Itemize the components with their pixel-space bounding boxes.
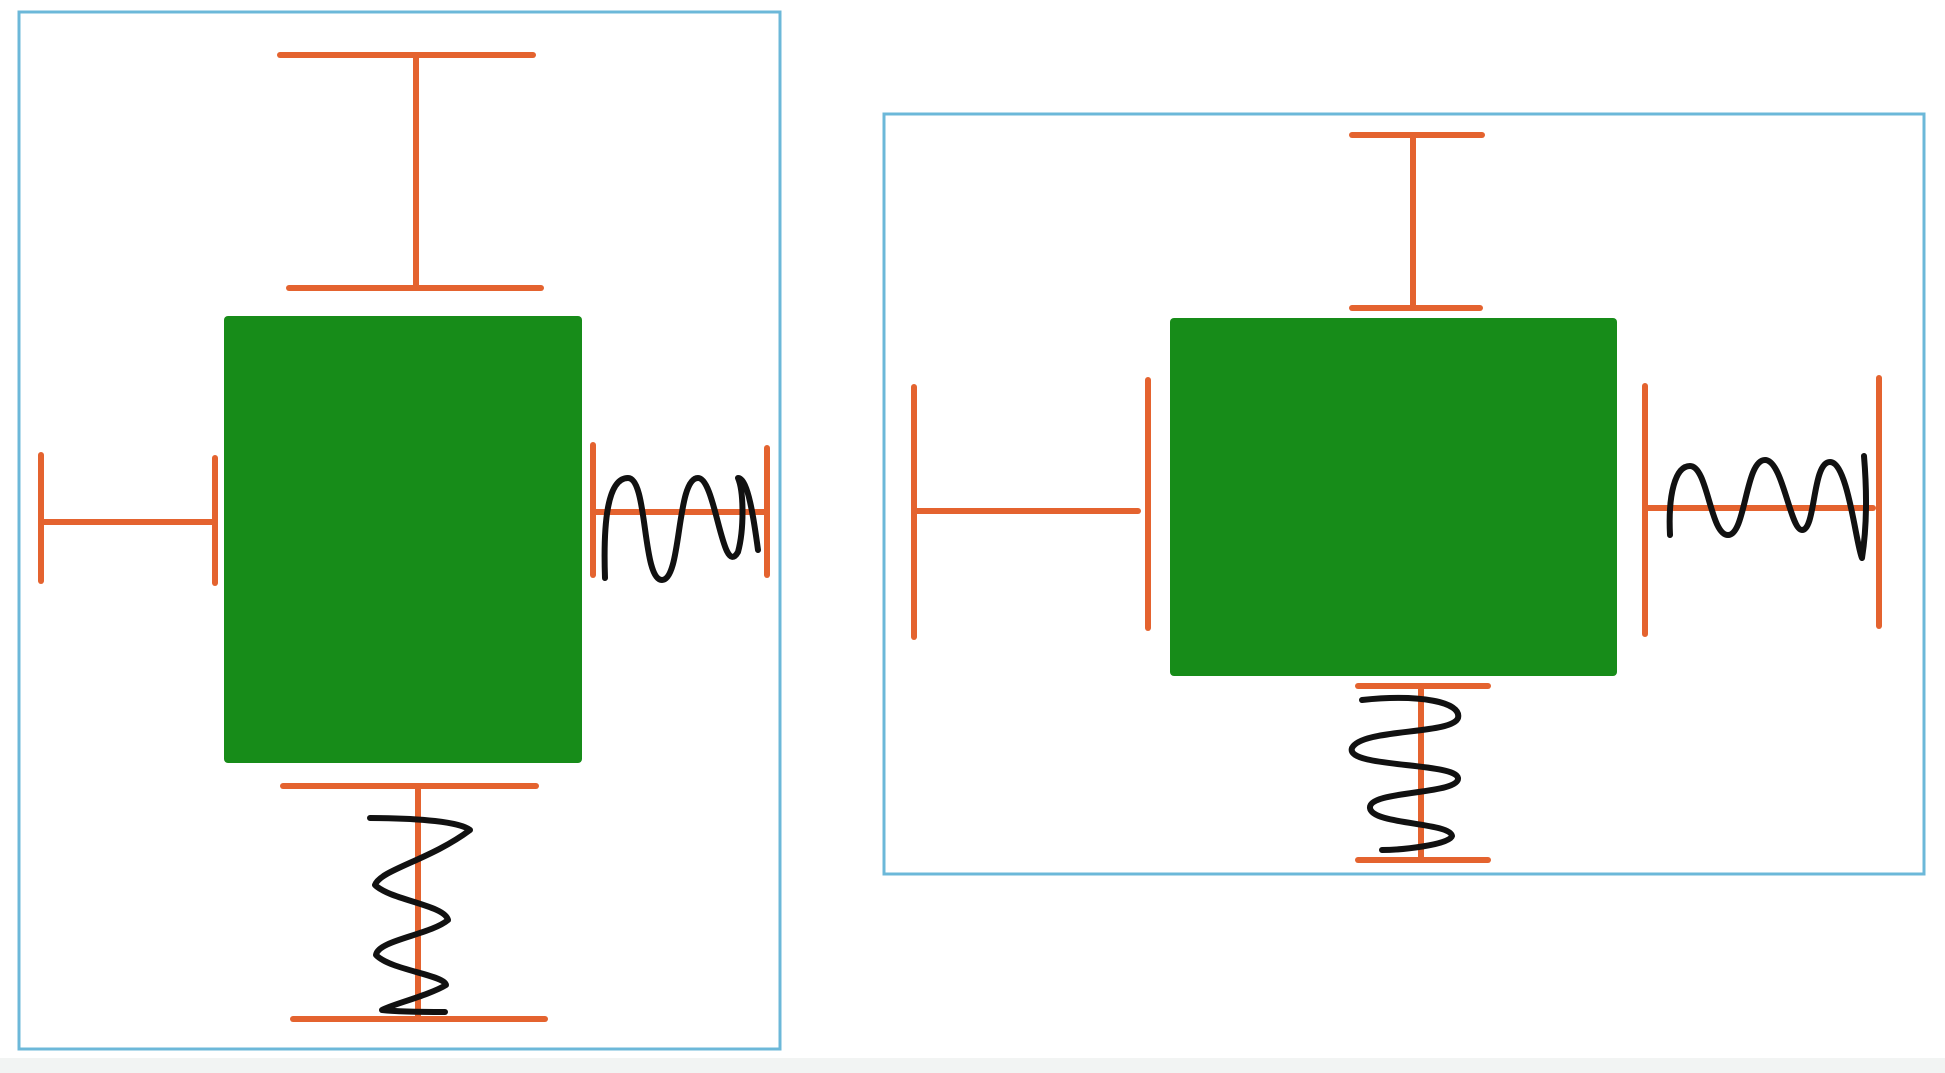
bottom-fade-strip [0,1058,1945,1073]
panel-left-bottom-spring [280,783,548,1022]
panel-right [882,112,1926,876]
panel-right-right-spring [1642,375,1882,637]
panel-left-left-strut [38,452,218,586]
panel-right-bottom-spring [1348,683,1491,863]
panel-left-top-strut [277,52,544,291]
panel-left-frame [17,10,782,1051]
panel-left [17,10,782,1051]
panel-left-right-spring [590,442,770,583]
panel-left-block [224,316,582,763]
panel-right-left-strut [911,377,1151,640]
panel-right-frame [882,112,1926,876]
panel-right-block [1170,318,1617,676]
panel-right-top-strut [1349,132,1485,311]
